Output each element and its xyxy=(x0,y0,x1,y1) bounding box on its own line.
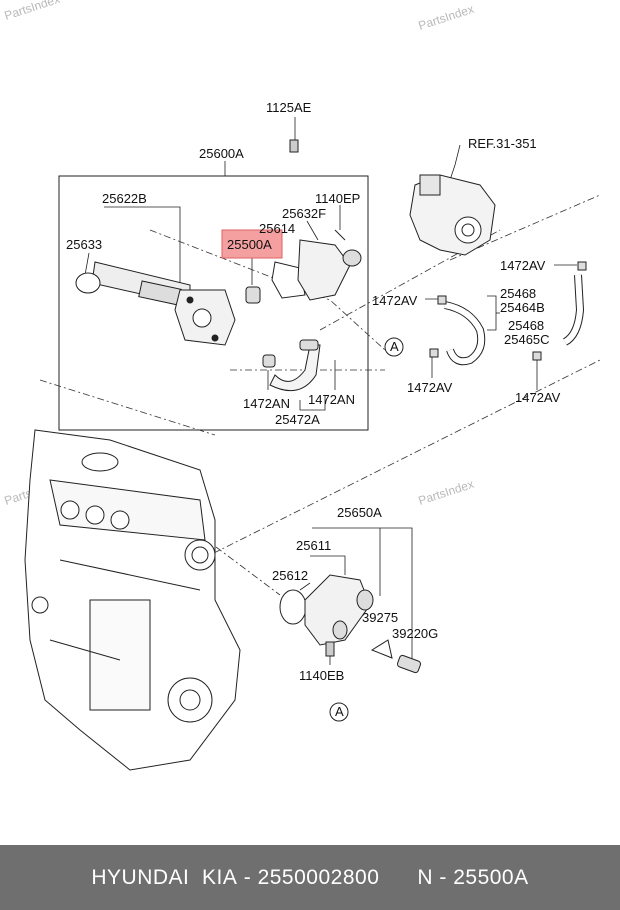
footer-sep-1: - xyxy=(237,865,258,889)
label-1140EP: 1140EP xyxy=(315,191,360,206)
footer-part-number: 2550002800 xyxy=(257,865,380,889)
leader-lines xyxy=(84,117,577,665)
watermark-top-left: PartsIndex xyxy=(3,0,62,23)
pipe-25622B xyxy=(75,261,236,346)
label-ref: REF.31-351 xyxy=(468,136,537,151)
parts-diagram: PartsIndex PartsIndex PartsIndex PartsIn… xyxy=(3,0,601,771)
label-1472AN-b: 1472AN xyxy=(308,392,355,407)
throttle-body xyxy=(409,174,496,256)
label-25472A: 25472A xyxy=(275,412,320,427)
footer-code: N - 25500A xyxy=(417,865,529,889)
label-25614: 25614 xyxy=(259,221,295,236)
label-1472AV-a: 1472AV xyxy=(500,258,546,273)
label-39220G: 39220G xyxy=(392,626,438,641)
highlight-25500A xyxy=(221,229,283,259)
footer-bar: HYUNDAI KIA - 2550002800 N - 25500A xyxy=(0,845,620,910)
hose-25472A xyxy=(262,339,321,392)
label-25464B: 25464B xyxy=(500,300,545,315)
label-1140EB: 1140EB xyxy=(299,668,344,683)
label-39275: 39275 xyxy=(362,610,398,625)
label-25465C: 25465C xyxy=(504,332,550,347)
footer-gap xyxy=(379,866,417,890)
label-1472AV-b: 1472AV xyxy=(372,293,418,308)
label-25468-b: 25468 xyxy=(508,318,544,333)
label-25612: 25612 xyxy=(272,568,308,583)
marker-circle-a2 xyxy=(329,702,349,722)
small-parts-upper xyxy=(245,139,362,304)
water-outlet-25650A xyxy=(279,574,422,674)
label-25632F: 25632F xyxy=(282,206,326,221)
label-25622B: 25622B xyxy=(102,191,147,206)
label-25633: 25633 xyxy=(66,237,102,252)
engine-block xyxy=(24,429,241,771)
label-1472AV-d: 1472AV xyxy=(515,390,561,405)
label-1125AE: 1125AE xyxy=(266,100,312,115)
label-25650A: 25650A xyxy=(337,505,382,520)
marker-circle-a1 xyxy=(384,337,404,357)
label-25468-a: 25468 xyxy=(500,286,536,301)
watermark-mid-right: PartsIndex xyxy=(417,477,476,508)
marker-a1-label: A xyxy=(390,339,399,354)
label-1472AV-c: 1472AV xyxy=(407,380,453,395)
hoses-right xyxy=(429,261,587,366)
label-25600A: 25600A xyxy=(199,146,244,161)
label-1472AN-a: 1472AN xyxy=(243,396,290,411)
label-25611: 25611 xyxy=(296,538,331,553)
label-25500A: 25500A xyxy=(227,237,272,252)
footer-brand: HYUNDAI KIA xyxy=(91,865,238,889)
watermark-top-right: PartsIndex xyxy=(417,2,476,33)
marker-a2-label: A xyxy=(335,704,344,719)
